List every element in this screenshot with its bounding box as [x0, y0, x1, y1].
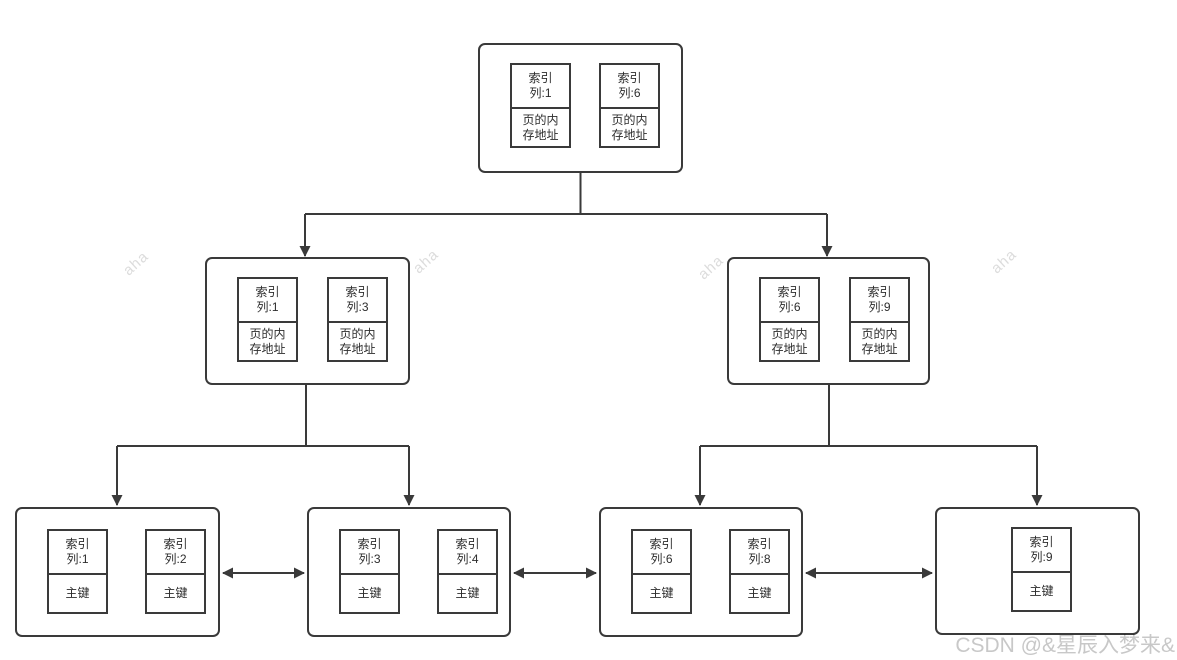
index-key-label: 索引 列:1: [237, 277, 298, 323]
page-address-label: 页的内 存地址: [510, 107, 571, 148]
index-cell: 索引 列:8 主键: [729, 529, 790, 614]
index-key-label: 索引 列:9: [849, 277, 910, 323]
index-cell: 索引 列:1 页的内 存地址: [510, 63, 571, 148]
index-key-label: 索引 列:8: [729, 529, 790, 575]
index-key-label: 索引 列:2: [145, 529, 206, 575]
index-key-label: 索引 列:9: [1011, 527, 1072, 573]
node-leaf-3: 索引 列:6 主键 索引 列:8 主键: [599, 507, 803, 637]
index-key-label: 索引 列:4: [437, 529, 498, 575]
watermark-csdn: CSDN @&星辰入梦来&: [955, 634, 1175, 657]
index-cell: 索引 列:2 主键: [145, 529, 206, 614]
index-key-label: 索引 列:6: [631, 529, 692, 575]
page-address-label: 页的内 存地址: [237, 321, 298, 362]
index-cell: 索引 列:9 页的内 存地址: [849, 277, 910, 362]
node-leaf-4: 索引 列:9 主键: [935, 507, 1140, 635]
node-root: 索引 列:1 页的内 存地址 索引 列:6 页的内 存地址: [478, 43, 683, 173]
index-cell: 索引 列:6 页的内 存地址: [759, 277, 820, 362]
connector-root-to-internals: [299, 173, 833, 257]
primary-key-label: 主键: [729, 573, 790, 614]
primary-key-label: 主键: [437, 573, 498, 614]
node-leaf-2: 索引 列:3 主键 索引 列:4 主键: [307, 507, 511, 637]
page-address-label: 页的内 存地址: [327, 321, 388, 362]
primary-key-label: 主键: [1011, 571, 1072, 612]
node-internal-right: 索引 列:6 页的内 存地址 索引 列:9 页的内 存地址: [727, 257, 930, 385]
index-cell: 索引 列:6 页的内 存地址: [599, 63, 660, 148]
index-key-label: 索引 列:6: [759, 277, 820, 323]
page-address-label: 页的内 存地址: [849, 321, 910, 362]
index-key-label: 索引 列:6: [599, 63, 660, 109]
index-cell: 索引 列:3 主键: [339, 529, 400, 614]
primary-key-label: 主键: [631, 573, 692, 614]
connector-internal-left-to-leaves: [111, 385, 415, 506]
index-cell: 索引 列:4 主键: [437, 529, 498, 614]
page-address-label: 页的内 存地址: [759, 321, 820, 362]
index-cell: 索引 列:3 页的内 存地址: [327, 277, 388, 362]
primary-key-label: 主键: [47, 573, 108, 614]
connector-internal-right-to-leaves: [694, 385, 1043, 506]
primary-key-label: 主键: [339, 573, 400, 614]
node-leaf-1: 索引 列:1 主键 索引 列:2 主键: [15, 507, 220, 637]
index-key-label: 索引 列:3: [327, 277, 388, 323]
index-key-label: 索引 列:3: [339, 529, 400, 575]
index-cell: 索引 列:9 主键: [1011, 527, 1072, 612]
index-key-label: 索引 列:1: [510, 63, 571, 109]
page-address-label: 页的内 存地址: [599, 107, 660, 148]
index-cell: 索引 列:1 主键: [47, 529, 108, 614]
node-internal-left: 索引 列:1 页的内 存地址 索引 列:3 页的内 存地址: [205, 257, 410, 385]
primary-key-label: 主键: [145, 573, 206, 614]
index-cell: 索引 列:1 页的内 存地址: [237, 277, 298, 362]
index-key-label: 索引 列:1: [47, 529, 108, 575]
index-cell: 索引 列:6 主键: [631, 529, 692, 614]
